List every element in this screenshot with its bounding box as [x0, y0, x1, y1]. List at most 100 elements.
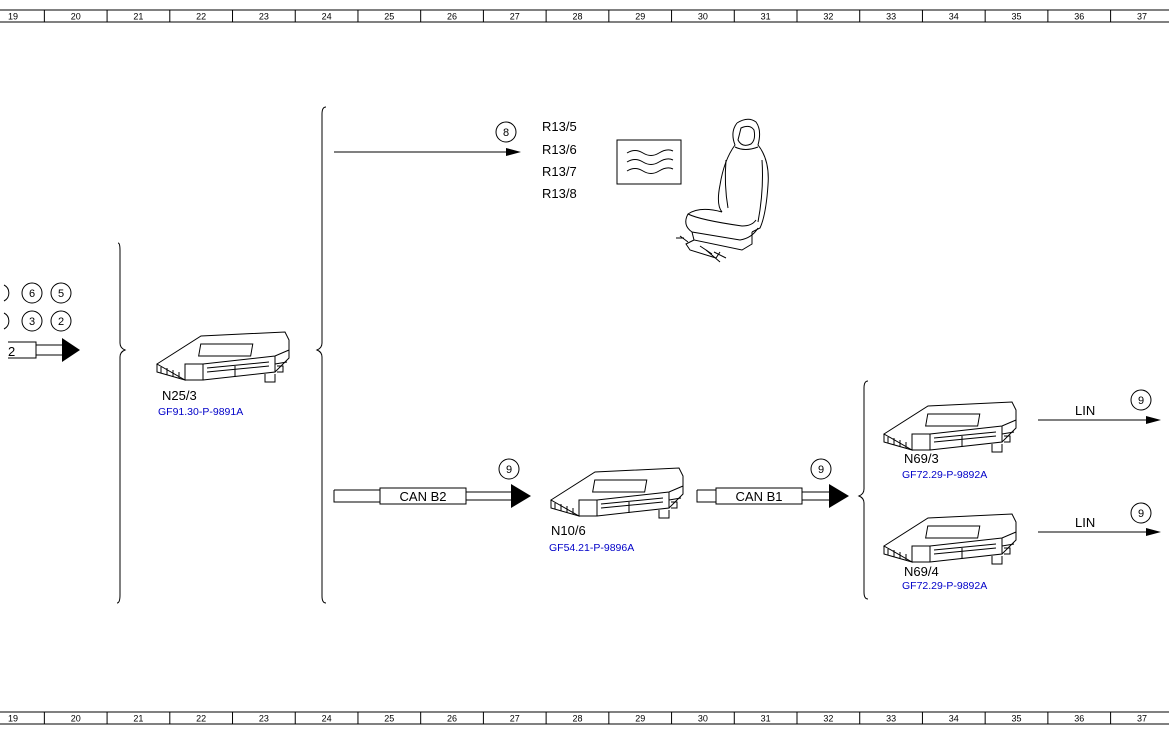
can-b2-circle-label: 9 [506, 464, 512, 476]
bottom-ruler-number: 37 [1137, 714, 1147, 724]
top-ruler-number: 30 [698, 12, 708, 22]
bottom-ruler-number: 20 [71, 714, 81, 724]
top-ruler-number: 29 [635, 12, 645, 22]
module-n69-3: N69/3 GF72.29-P-9892A [883, 401, 1017, 481]
component-r13-5: R13/5 [542, 119, 577, 134]
ecu-icon [156, 331, 290, 383]
module-n69-3-ref[interactable]: GF72.29-P-9892A [902, 469, 987, 481]
connector-circle-3 [21, 310, 43, 332]
bottom-ruler-number: 24 [322, 714, 332, 724]
bottom-ruler-number: 23 [259, 714, 269, 724]
top-ruler-number: 37 [1137, 12, 1147, 22]
top-ruler-number: 33 [886, 12, 896, 22]
bottom-ruler-number: 34 [949, 714, 959, 724]
ecu-icon [883, 401, 1017, 453]
can-b2-circle [498, 458, 520, 480]
can-b1-label: CAN B1 [736, 489, 783, 504]
module-n10-6: N10/6 GF54.21-P-9896A [549, 467, 684, 554]
can-b2-label: CAN B2 [400, 489, 447, 504]
connector-circle-6 [21, 282, 43, 304]
top-ruler-number: 21 [133, 12, 143, 22]
can-b2-box [379, 487, 467, 505]
connector-circle-2-label: 2 [58, 316, 64, 328]
middle-brace [315, 106, 327, 604]
bottom-ruler-number: 28 [572, 714, 582, 724]
top-ruler-number: 28 [572, 12, 582, 22]
module-n69-4: N69/4 GF72.29-P-9892A [883, 513, 1017, 592]
top-ruler-number: 26 [447, 12, 457, 22]
connector-circle-5-label: 5 [58, 288, 64, 300]
lin-lower: LIN 9 [1038, 502, 1161, 536]
module-n10-6-ref[interactable]: GF54.21-P-9896A [549, 542, 634, 554]
bottom-ruler-number: 35 [1012, 714, 1022, 724]
top-ruler-number: 25 [384, 12, 394, 22]
ecu-icon [883, 513, 1017, 565]
connector-circle-2 [50, 310, 72, 332]
lin-upper-label: LIN [1075, 403, 1095, 418]
module-n69-4-label: N69/4 [904, 564, 939, 579]
lin-lower-circle [1130, 502, 1152, 524]
bottom-ruler-number: 33 [886, 714, 896, 724]
bottom-ruler-number: 29 [635, 714, 645, 724]
lin-upper: LIN 9 [1038, 389, 1161, 424]
top-ruler-number: 19 [8, 12, 18, 22]
can-b1-circle-label: 9 [818, 464, 824, 476]
top-ruler-number: 27 [510, 12, 520, 22]
lin-upper-circle [1130, 389, 1152, 411]
seat-icon [676, 118, 769, 263]
component-r13-8: R13/8 [542, 186, 577, 201]
lin-lower-label: LIN [1075, 515, 1095, 530]
top-ruler-number: 35 [1012, 12, 1022, 22]
bottom-ruler-number: 30 [698, 714, 708, 724]
module-n25-3-ref[interactable]: GF91.30-P-9891A [158, 406, 243, 418]
module-n25-3: N25/3 GF91.30-P-9891A [156, 331, 290, 418]
bottom-ruler-number: 27 [510, 714, 520, 724]
bottom-ruler-number: 19 [8, 714, 18, 724]
connector-circle-3-label: 3 [29, 316, 35, 328]
bottom-ruler-number: 21 [133, 714, 143, 724]
left-bus-arrow: 2 [8, 338, 80, 362]
top-ruler-number: 34 [949, 12, 959, 22]
connector-circle-6-label: 6 [29, 288, 35, 300]
partial-circle-bottom [3, 312, 10, 330]
can-b1-bus: CAN B1 9 [696, 458, 849, 508]
top-ruler: 19 20 21 22 23 24 25 26 27 28 29 30 31 32 33 34 35 36 37 [0, 9, 1169, 23]
left-brace [116, 242, 127, 604]
right-brace [857, 380, 869, 600]
can-b2-bus: CAN B2 9 [333, 458, 531, 508]
top-ruler-number: 32 [823, 12, 833, 22]
top-ruler-number: 31 [761, 12, 771, 22]
top-ruler-number: 22 [196, 12, 206, 22]
upper-branch-circle-label: 8 [503, 127, 509, 139]
left-bus-label: 2 [8, 344, 15, 359]
can-b1-circle [810, 458, 832, 480]
bottom-ruler-number: 25 [384, 714, 394, 724]
upper-branch-circle [495, 121, 517, 143]
top-ruler-number: 20 [71, 12, 81, 22]
upper-branch: 8 R13/5 R13/6 R13/7 R13/8 [334, 119, 577, 201]
top-ruler-number: 23 [259, 12, 269, 22]
bottom-ruler-number: 32 [823, 714, 833, 724]
partial-circle-top [3, 284, 10, 302]
can-b1-box [715, 487, 803, 505]
connector-circle-5 [50, 282, 72, 304]
top-ruler-number: 24 [322, 12, 332, 22]
bottom-ruler-number: 36 [1074, 714, 1084, 724]
module-n69-4-ref[interactable]: GF72.29-P-9892A [902, 580, 987, 592]
component-r13-6: R13/6 [542, 142, 577, 157]
lin-upper-circle-label: 9 [1138, 395, 1144, 407]
ecu-icon [550, 467, 684, 519]
bottom-ruler-number: 26 [447, 714, 457, 724]
component-r13-7: R13/7 [542, 164, 577, 179]
lin-lower-circle-label: 9 [1138, 508, 1144, 520]
heating-icon [616, 139, 682, 185]
module-n10-6-label: N10/6 [551, 523, 586, 538]
top-ruler-number: 36 [1074, 12, 1084, 22]
bottom-ruler-number: 22 [196, 714, 206, 724]
module-n25-3-label: N25/3 [162, 388, 197, 403]
bottom-ruler: 19 20 21 22 23 24 25 26 27 28 29 30 31 32 33 34 35 36 37 [0, 711, 1169, 725]
bottom-ruler-number: 31 [761, 714, 771, 724]
left-connector-group: 6 5 3 2 [3, 282, 72, 332]
module-n69-3-label: N69/3 [904, 451, 939, 466]
